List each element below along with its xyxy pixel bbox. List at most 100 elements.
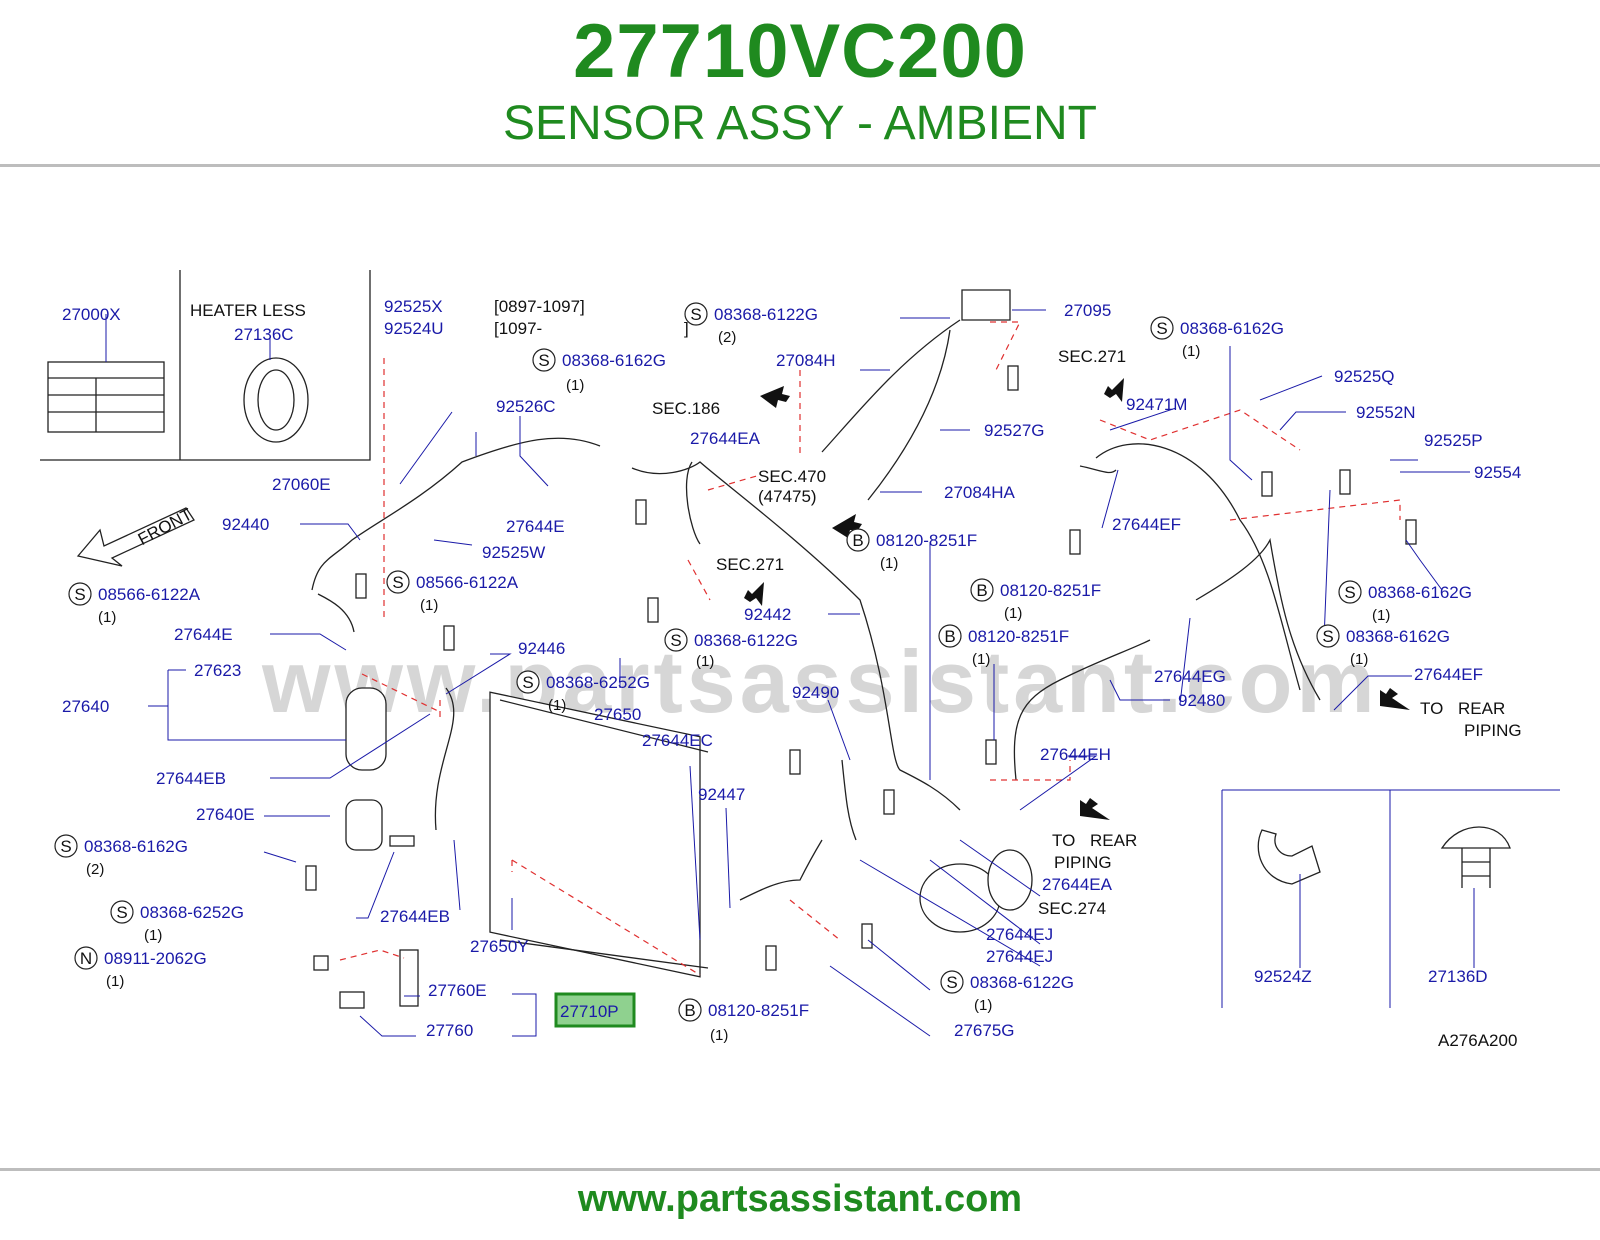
label-27095: 27095: [1064, 301, 1111, 320]
label-27644EF-a: 27644EF: [1112, 515, 1181, 534]
label-92440: 92440: [222, 515, 269, 534]
note-sec470: SEC.470: [758, 467, 826, 486]
fastener-prefix-circle: [678, 998, 702, 1022]
note-to-rear-2a: TO REAR: [1052, 831, 1137, 850]
components: [339, 289, 1511, 1028]
fastener-callout-08368-6162G: S 08368-6162G (1): [532, 348, 666, 394]
fastener-code: 08566-6122A: [416, 573, 519, 592]
note-date-range-2: [1097-: [494, 319, 542, 338]
label-27760E: 27760E: [428, 981, 487, 1000]
fastener-prefix: S: [1156, 319, 1167, 338]
fastener-prefix: N: [80, 949, 92, 968]
fastener-code: 08368-6252G: [140, 903, 244, 922]
fastener-prefix: S: [74, 585, 85, 604]
fastener-prefix-circle: [664, 628, 688, 652]
fastener-prefix-circle: [1150, 316, 1174, 340]
note-sec271-a: SEC.271: [716, 555, 784, 574]
note-sec186: SEC.186: [652, 399, 720, 418]
part-name-subtitle: SENSOR ASSY - AMBIENT: [503, 97, 1097, 150]
note-sec470b: (47475): [758, 487, 817, 506]
fastener-code: 08120-8251F: [876, 531, 977, 550]
label-27644EA-a: 27644EA: [690, 429, 761, 448]
fastener-prefix-circle: [846, 528, 870, 552]
fastener-prefix-circle: [532, 348, 556, 372]
header-divider: [0, 164, 1600, 167]
bolt-icons: [305, 365, 1417, 971]
fastener-prefix-circle: [1338, 580, 1362, 604]
note-to-rear-2b: PIPING: [1054, 853, 1112, 872]
fastener-prefix: S: [670, 631, 681, 650]
label-92525X: 92525X: [384, 297, 443, 316]
fastener-code: 08120-8251F: [708, 1001, 809, 1020]
fastener-prefix: B: [684, 1001, 695, 1020]
fastener-prefix: S: [116, 903, 127, 922]
label-27644EJ-b: 27644EJ: [986, 947, 1053, 966]
dashed-reference-lines: [339, 321, 1401, 976]
label-27136C: 27136C: [234, 325, 294, 344]
fastener-qty: (1): [566, 377, 584, 394]
note-front: FRONT: [135, 505, 196, 549]
part-number-title: 27710VC200: [573, 9, 1027, 94]
fastener-qty: (1): [972, 651, 990, 668]
fastener-prefix-circle: [68, 582, 92, 606]
fastener-prefix-circle: [1316, 624, 1340, 648]
label-92442: 92442: [744, 605, 791, 624]
label-27644EB-a: 27644EB: [156, 769, 226, 788]
label-27710P-highlighted[interactable]: 27710P: [560, 1002, 619, 1021]
label-92524Z: 92524Z: [1254, 967, 1312, 986]
label-27644E-a: 27644E: [506, 517, 565, 536]
label-27650: 27650: [594, 705, 641, 724]
fastener-qty: (1): [1004, 605, 1022, 622]
label-27675G: 27675G: [954, 1021, 1015, 1040]
fastener-code: 08368-6162G: [1368, 583, 1472, 602]
fastener-prefix: S: [60, 837, 71, 856]
label-27623: 27623: [194, 661, 241, 680]
direction-arrows: [76, 378, 1410, 820]
leader-lines: [148, 309, 1560, 1037]
fastener-qty: (1): [974, 997, 992, 1014]
label-27084H: 27084H: [776, 351, 836, 370]
fastener-code: 08368-6122G: [694, 631, 798, 650]
parts-diagram: www.partsassistant.com: [40, 270, 1560, 1050]
note-sec271-b: SEC.271: [1058, 347, 1126, 366]
fastener-prefix-circle: [516, 670, 540, 694]
fastener-prefix-circle: [54, 834, 78, 858]
fastener-qty: (1): [1372, 607, 1390, 624]
fastener-prefix-circle: [74, 946, 98, 970]
label-92525P: 92525P: [1424, 431, 1483, 450]
footer-divider: [0, 1168, 1600, 1171]
fastener-code: 08566-6122A: [98, 585, 201, 604]
label-27644EB-b: 27644EB: [380, 907, 450, 926]
note-date-range-1: [0897-1097]: [494, 297, 585, 316]
label-27760: 27760: [426, 1021, 473, 1040]
fastener-prefix-circle: [970, 578, 994, 602]
fastener-code: 08368-6162G: [84, 837, 188, 856]
label-27000X: 27000X: [62, 305, 121, 324]
footer-url[interactable]: www.partsassistant.com: [577, 1178, 1023, 1220]
label-92525Q: 92525Q: [1334, 367, 1395, 386]
fastener-prefix-circle: [940, 970, 964, 994]
fastener-prefix: S: [538, 351, 549, 370]
label-92552N: 92552N: [1356, 403, 1416, 422]
fastener-code: 08368-6122G: [970, 973, 1074, 992]
fastener-qty: (1): [548, 697, 566, 714]
label-27644EH: 27644EH: [1040, 745, 1111, 764]
fastener-qty: (1): [880, 555, 898, 572]
label-92446: 92446: [518, 639, 565, 658]
label-27650Y: 27650Y: [470, 937, 529, 956]
fastener-code: 08368-6162G: [562, 351, 666, 370]
fastener-prefix-circle: [684, 302, 708, 326]
label-92554: 92554: [1474, 463, 1521, 482]
